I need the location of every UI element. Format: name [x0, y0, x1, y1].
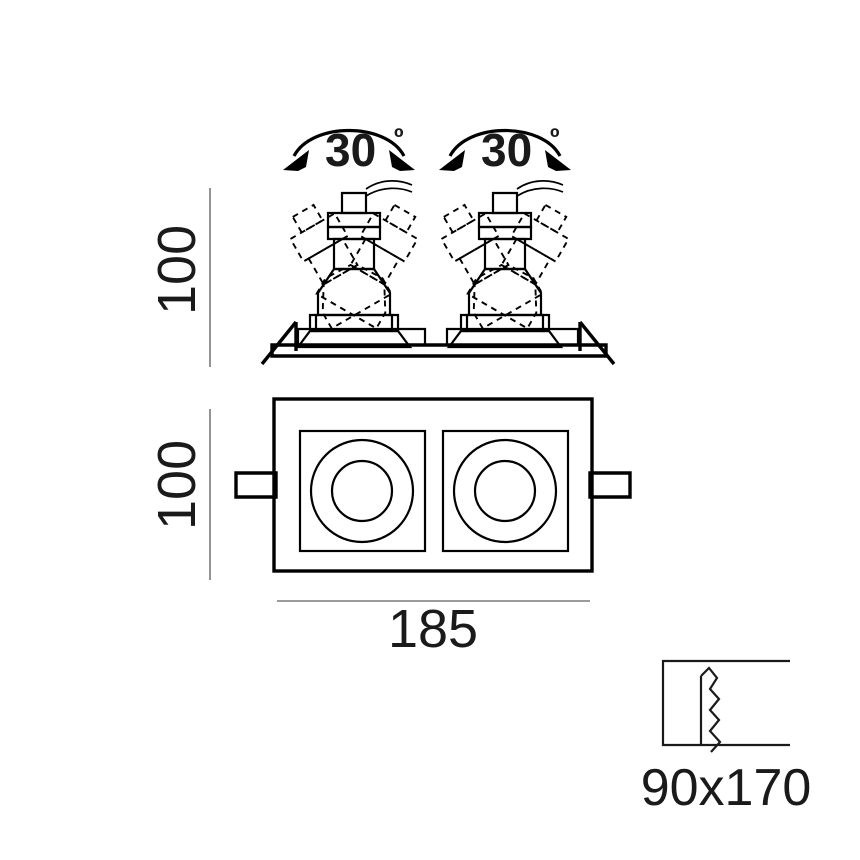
section-flange [260, 320, 616, 366]
plan-height-dimension-label: 100 [147, 440, 207, 530]
tilt-arc-left [292, 129, 406, 157]
cutout-symbol: 90x170 [641, 659, 812, 817]
aperture-right [441, 429, 570, 553]
side-tab-right [588, 471, 632, 499]
aperture-left [298, 429, 427, 553]
tilt-angle-value-left: 30 [325, 124, 376, 176]
aperture-right-square [441, 429, 570, 553]
section-view: 100 [147, 179, 616, 367]
arrowhead-right-end [545, 150, 571, 171]
tilt-angle-value-right: 30 [481, 124, 532, 176]
aperture-left-square [298, 429, 427, 553]
aperture-right-inner-circle [473, 459, 537, 523]
cutout-size-label: 90x170 [641, 759, 812, 817]
aperture-left-inner-circle [330, 459, 394, 523]
cutout-rectangle [661, 659, 790, 747]
aperture-left-outer-circle [309, 438, 415, 544]
side-tab-left [234, 471, 278, 499]
aperture-right-outer-circle [452, 438, 558, 544]
tilt-degree-symbol-right: º [550, 122, 560, 152]
arrowhead-left-end [389, 150, 415, 171]
tilt-degree-symbol-left: º [394, 122, 404, 152]
plan-width-dimension-label: 185 [388, 599, 478, 659]
tilt-arc-right [448, 129, 562, 157]
plan-view: 100 185 [147, 397, 632, 659]
tilt-annotation-left: 30 º [283, 122, 415, 176]
arrowhead-left-start [283, 150, 309, 171]
cutout-break-line [700, 666, 722, 753]
arrowhead-right-start [439, 150, 465, 171]
tilt-annotation-right: 30 º [439, 122, 571, 176]
plan-outer-frame [272, 397, 594, 573]
section-height-dimension-label: 100 [147, 225, 207, 315]
